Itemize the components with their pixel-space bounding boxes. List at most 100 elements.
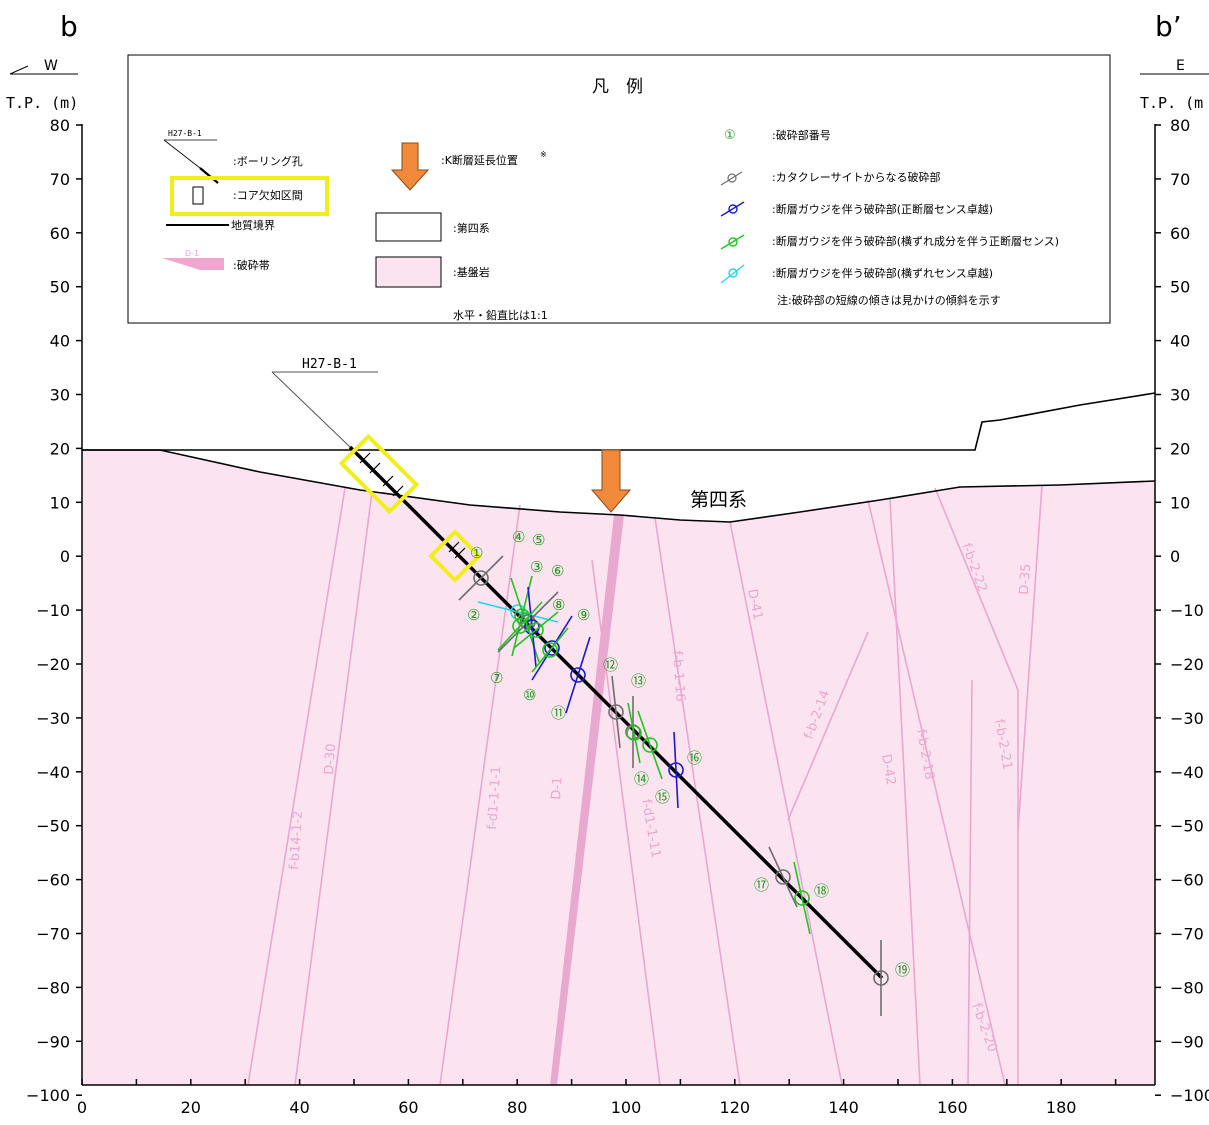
west-direction-label: W xyxy=(9,58,78,75)
core-missing-highlight xyxy=(428,529,482,583)
legend-fracture-zone-example: D-1 xyxy=(185,249,199,258)
y-tick-label-right: 80 xyxy=(1170,116,1190,135)
x-tick-label: 180 xyxy=(1046,1098,1077,1117)
y-tick-label: −80 xyxy=(36,978,70,997)
k-fault-arrow xyxy=(590,449,632,513)
y-tick-label: −10 xyxy=(36,601,70,620)
x-tick-label: 60 xyxy=(398,1098,418,1117)
x-tick-label: 100 xyxy=(611,1098,642,1117)
y-tick-label: 50 xyxy=(50,278,70,297)
legend-cataclasite: :カタクレーサイトからなる破砕部 xyxy=(772,170,941,184)
fracture-number-label: ⑭ xyxy=(634,770,649,788)
legend-borehole: :ボーリング孔 xyxy=(233,154,303,168)
fracture-number-label: ② xyxy=(467,606,480,624)
x-tick-label: 120 xyxy=(720,1098,751,1117)
y-axis-ticks-left: 80706050403020100−10−20−30−40−50−60−70−8… xyxy=(26,116,82,1105)
y-tick-label: 80 xyxy=(50,116,70,135)
section-start-label: b xyxy=(60,10,78,43)
y-tick-label-right: 40 xyxy=(1170,332,1190,351)
fracture-number-label: ⑤ xyxy=(532,531,545,549)
y-tick-label-right: 70 xyxy=(1170,170,1190,189)
borehole-label: H27-B-1 xyxy=(302,357,357,372)
y-tick-label-right: −100 xyxy=(1170,1086,1209,1105)
fracture-number-label: ⑨ xyxy=(577,606,590,624)
y-tick-label: 60 xyxy=(50,224,70,243)
y-tick-label-right: −50 xyxy=(1170,817,1204,836)
legend-borehole-example: H27-B-1 xyxy=(168,129,202,138)
fault-label: D-30 xyxy=(322,743,339,775)
x-tick-label: 20 xyxy=(181,1098,201,1117)
y-tick-label-right: −90 xyxy=(1170,1032,1204,1051)
y-tick-label: −30 xyxy=(36,709,70,728)
y-tick-label: −40 xyxy=(36,763,70,782)
legend-core-missing: :コア欠如区間 xyxy=(233,188,303,202)
quaternary-label: 第四系 xyxy=(690,489,747,511)
fracture-number-label: ⑩ xyxy=(523,686,536,704)
fracture-number-label: ③ xyxy=(530,558,543,576)
y-tick-label: 30 xyxy=(50,386,70,405)
legend-k-fault-note-mark: ※ xyxy=(540,150,547,159)
fracture-marker xyxy=(458,555,504,601)
y-tick-label-right: −20 xyxy=(1170,655,1204,674)
legend-fracture-number-symbol: ① xyxy=(724,128,736,143)
legend-quaternary: :第四系 xyxy=(453,221,490,235)
y-tick-label: −90 xyxy=(36,1032,70,1051)
y-axis-ticks-right: 80706050403020100−10−20−30−40−50−60−70−8… xyxy=(1155,116,1209,1105)
y-tick-label-right: −10 xyxy=(1170,601,1204,620)
legend: 凡 例 H27-B-1 :ボーリング孔 :コア欠如区間 地質境界 D-1 :破砕… xyxy=(127,54,1111,324)
fracture-marker xyxy=(513,611,559,649)
x-tick-label: 0 xyxy=(77,1098,87,1117)
y-tick-label-right: 60 xyxy=(1170,224,1190,243)
fracture-number-label: ① xyxy=(470,544,483,562)
y-tick-label-right: 10 xyxy=(1170,493,1190,512)
section-end-label: b’ xyxy=(1155,10,1182,43)
left-axis-title: T.P. (m) xyxy=(6,94,78,112)
y-tick-label: −50 xyxy=(36,817,70,836)
legend-bedrock: :基盤岩 xyxy=(453,265,490,279)
core-missing-highlight xyxy=(338,433,420,515)
y-tick-label-right: −40 xyxy=(1170,763,1204,782)
y-tick-label: −100 xyxy=(26,1086,70,1105)
y-tick-label-right: 0 xyxy=(1170,547,1180,566)
fault-label: f-b14-1-2 xyxy=(287,810,306,870)
legend-core-highlight xyxy=(170,176,329,216)
quaternary-boundary xyxy=(82,449,1156,523)
fracture-marker xyxy=(497,601,543,651)
fault-label: D-41 xyxy=(744,588,765,622)
fracture-number-label: ⑥ xyxy=(551,562,564,580)
fracture-marker xyxy=(608,675,624,749)
y-tick-label-right: 20 xyxy=(1170,439,1190,458)
y-tick-label: 40 xyxy=(50,332,70,351)
right-axis-title: T.P. (m xyxy=(1140,94,1203,112)
east-label: E xyxy=(1176,58,1185,74)
x-tick-label: 40 xyxy=(289,1098,309,1117)
ground-surface-line xyxy=(82,392,1156,451)
fault-label: f-d1-1-1-1 xyxy=(485,765,504,830)
y-tick-label: −60 xyxy=(36,871,70,890)
fault-label: D-1 xyxy=(549,776,566,800)
fault-lines xyxy=(247,484,1043,1086)
y-tick-label: −70 xyxy=(36,925,70,944)
legend-k-fault: :K断層延長位置 xyxy=(441,153,518,167)
fracture-number-label: ⑬ xyxy=(631,672,646,690)
y-tick-label-right: −80 xyxy=(1170,978,1204,997)
fracture-zone-d1 xyxy=(550,515,624,1085)
fracture-marker xyxy=(768,846,798,908)
legend-gouge-normal: :断層ガウジを伴う破砕部(正断層センス卓越) xyxy=(772,202,993,216)
fault-label: D-42 xyxy=(878,753,898,786)
fracture-number-label: ⑰ xyxy=(754,876,769,894)
fault-label: D-35 xyxy=(1017,563,1034,595)
fracture-marker xyxy=(668,731,684,809)
legend-gouge-strike-normal: :断層ガウジを伴う破砕部(横ずれ成分を伴う正断層センス) xyxy=(772,234,1059,248)
fracture-marker xyxy=(531,627,569,673)
fracture-marker xyxy=(637,710,663,780)
fracture-number-label: ⑯ xyxy=(687,749,702,767)
legend-k-fault-arrow xyxy=(390,142,430,191)
fracture-number-label: ⑫ xyxy=(603,656,618,674)
y-tick-label-right: 50 xyxy=(1170,278,1190,297)
y-tick-label-right: 30 xyxy=(1170,386,1190,405)
y-tick-label: 10 xyxy=(50,493,70,512)
